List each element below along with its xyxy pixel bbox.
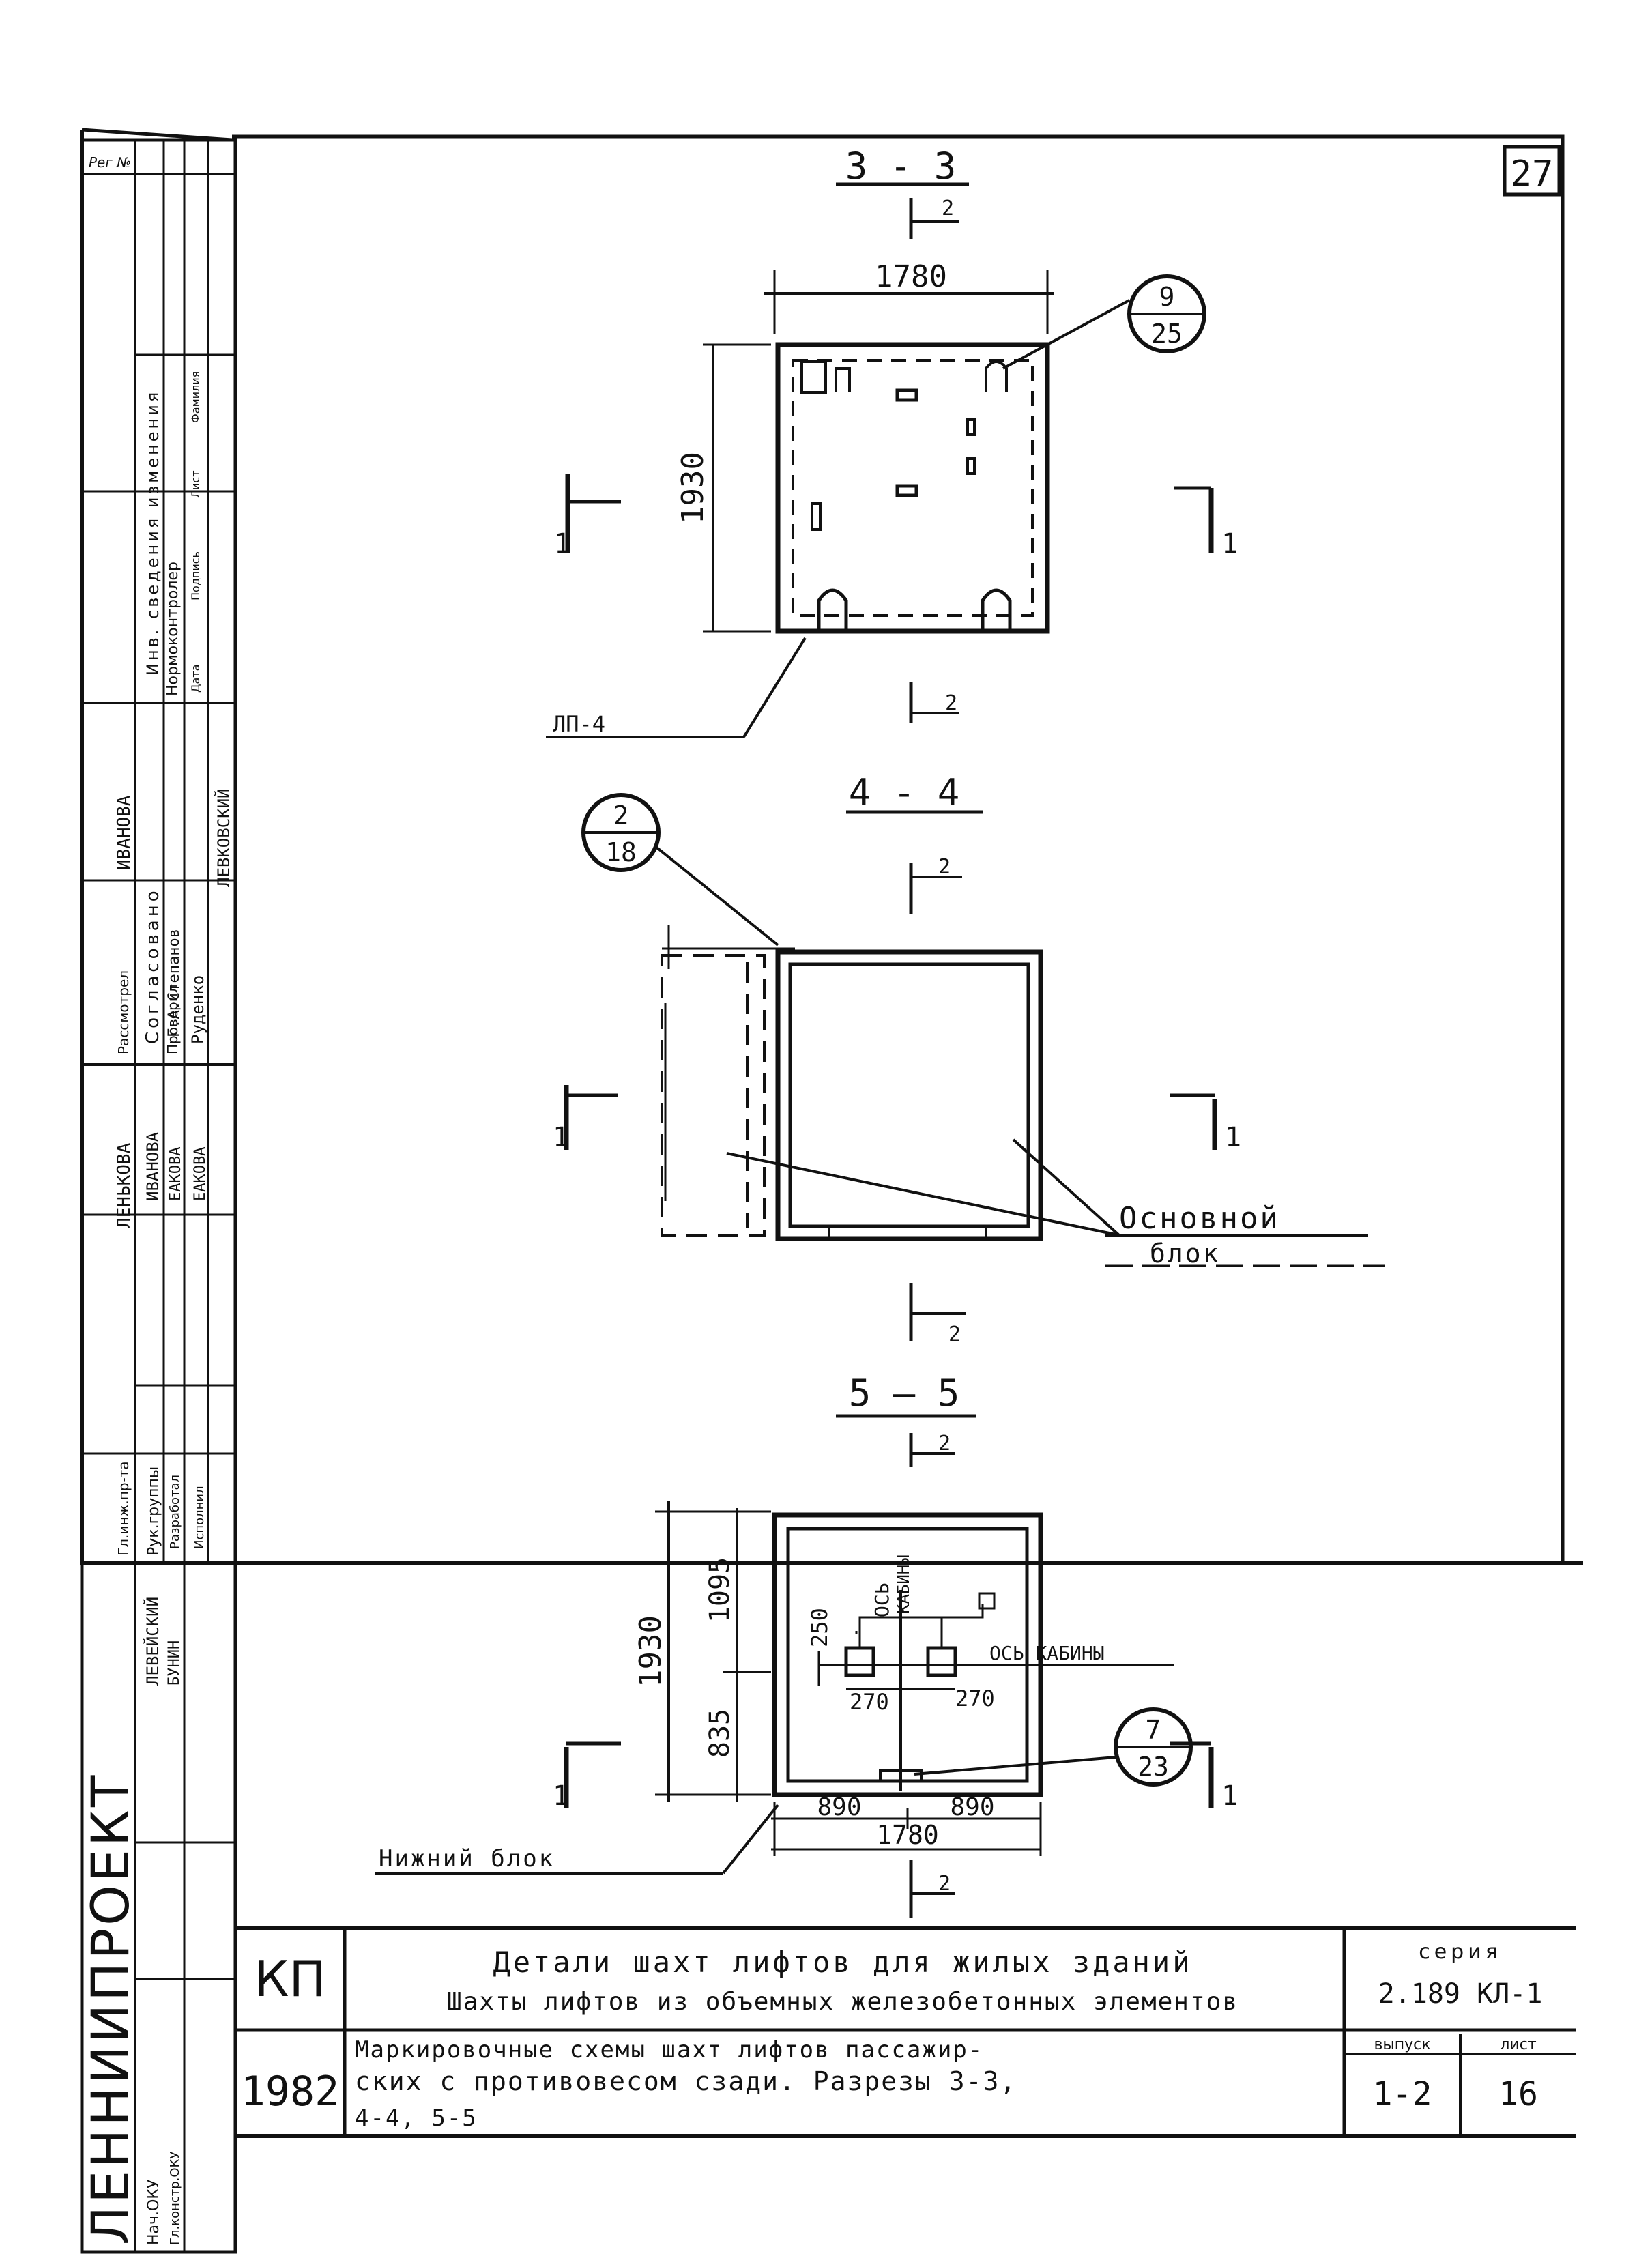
dim-250: 250 (807, 1608, 832, 1647)
callout-7-top: 7 (1146, 1715, 1161, 1745)
stamp-reviewed: Рассмотрел (115, 970, 132, 1054)
title-line-2: Шахты лифтов из объемных железобетонных … (447, 1988, 1238, 2016)
callout-2-top: 2 (613, 800, 629, 830)
stamp-col-subject: Подпись (189, 551, 202, 601)
section-5-5-side-left: 1 (553, 1780, 569, 1812)
section-4-4-side-left: 1 (553, 1122, 569, 1153)
stamp-col-signature: Фамилия (189, 371, 202, 423)
section-3-3-side-right: 1 (1221, 528, 1238, 560)
sheet-value: 16 (1498, 2075, 1538, 2113)
section-3-3-cut-top: 2 (942, 197, 954, 220)
stamp-name-check-2: Г.А.Степанов (166, 929, 183, 1037)
section-5-5-upper-dim: 1095 (704, 1557, 736, 1623)
title-block (235, 1926, 1576, 2138)
section-5-5-side-right: 1 (1221, 1780, 1238, 1812)
stamp-normcontrol: Нормоконтролер (164, 562, 182, 696)
lower-block-label: Нижний блок (379, 1845, 555, 1872)
issue-value: 1-2 (1373, 2075, 1432, 2113)
dim-270-right: 270 (955, 1686, 995, 1711)
stamp-executed: Исполнил (192, 1486, 207, 1549)
section-3-3 (546, 182, 1214, 738)
stamp-name-dev-3: ЕАКОВА (167, 1147, 184, 1201)
stamp-col-doc: Дата (189, 665, 202, 693)
desc-line-2: ских с противовесом сзади. Разрезы 3-3, (355, 2066, 1017, 2096)
section-3-3-height-dim: 1930 (676, 452, 710, 524)
stamp-col-sheet: Лист (189, 470, 202, 498)
note-main-block-2: блок (1150, 1239, 1221, 1269)
callout-9-top: 9 (1159, 282, 1175, 312)
dim-270-left: 270 (850, 1689, 889, 1715)
section-5-5-label: 5 — 5 (849, 1372, 960, 1415)
title-year: 1982 (241, 2068, 340, 2115)
stamp-checked: Проверил (164, 984, 181, 1054)
section-5-5-cut-top: 2 (938, 1432, 951, 1456)
stamp-head-okv: Нач.ОКУ (145, 2179, 162, 2245)
section-3-3-label: 3 - 3 (845, 145, 957, 188)
section-4-4 (564, 793, 1385, 1341)
section-3-3-cut-bottom: 2 (945, 691, 957, 715)
axis-label-horizontal: ОСЬ КАБИНЫ (989, 1642, 1105, 1664)
section-4-4-cut-top: 2 (938, 855, 951, 879)
stamp-name-check-3: Руденко (188, 975, 207, 1044)
sheet-number-corner: 27 (1511, 154, 1554, 194)
stamp-approved: Согласовано (143, 887, 163, 1044)
stamp-ref-no: Рег № (89, 154, 131, 171)
section-3-3-width-dim: 1780 (875, 259, 947, 294)
callout-2-bottom: 18 (605, 837, 637, 867)
section-4-4-side-right: 1 (1225, 1122, 1241, 1153)
stamp-name-chief-2: БУНИН (166, 1640, 183, 1686)
section-5-5-height-dim: 1930 (633, 1615, 668, 1688)
callout-7-bottom: 23 (1137, 1752, 1169, 1782)
stamp-changes-header: Инв. сведения изменения (143, 390, 162, 676)
issue-label: выпуск (1374, 2036, 1430, 2053)
stamp-name-check-4: ЛЕВКОВСКИЙ (214, 789, 233, 888)
section-4-4-label: 4 - 4 (849, 771, 960, 814)
series-label: серия (1419, 1940, 1502, 1964)
section-5-5-cut-bottom: 2 (938, 1872, 951, 1896)
stamp-group-head: Рук.группы (145, 1466, 162, 1556)
title-line-1: Детали шахт лифтов для жилых зданий (493, 1946, 1192, 1979)
callout-9-bottom: 25 (1151, 319, 1183, 349)
axis-label-vertical-2: КАБИНЫ (894, 1554, 913, 1614)
section-5-5 (375, 1414, 1214, 1918)
stamp-developed: Разработал (168, 1475, 182, 1549)
stamp-name-dev-1: ЛЕНЬКОВА (114, 1142, 134, 1228)
stamp-name-dev-4: ЕАКОВА (192, 1147, 209, 1201)
axis-label-vertical-1: ОСЬ (871, 1582, 893, 1617)
section-5-5-lower-dim: 835 (704, 1709, 736, 1758)
desc-line-1: Маркировочные схемы шахт лифтов пассажир… (355, 2036, 983, 2064)
sheet-label: лист (1500, 2036, 1536, 2053)
dim-890-left: 890 (817, 1793, 861, 1821)
stamp-gl-constr: Гл.констр.ОКУ (168, 2152, 182, 2245)
note-main-block-1: Основной (1119, 1201, 1280, 1236)
section-5-5-width-dim: 1780 (876, 1820, 939, 1850)
stamp-name-check-1: ИВАНОВА (114, 795, 134, 870)
side-stamp (80, 138, 237, 1565)
dim-890-right: 890 (950, 1793, 994, 1821)
stamp-gl-eng: Гл.инж.пр-та (115, 1461, 132, 1556)
section-4-4-cut-bottom: 2 (948, 1322, 961, 1346)
element-label-lp4: ЛП-4 (553, 711, 605, 737)
desc-line-3: 4-4, 5-5 (355, 2105, 478, 2132)
stamp-name-dev-2: ИВАНОВА (143, 1131, 162, 1201)
section-3-3-side-left: 1 (554, 528, 570, 560)
stamp-name-chief-1: ЛЕВЕЙСКИЙ (143, 1597, 162, 1686)
org-name: ЛЕННИИПРОЕКТ (80, 1773, 141, 2245)
title-kp: КП (254, 1950, 325, 2008)
series-value: 2.189 КЛ-1 (1378, 1978, 1543, 2010)
